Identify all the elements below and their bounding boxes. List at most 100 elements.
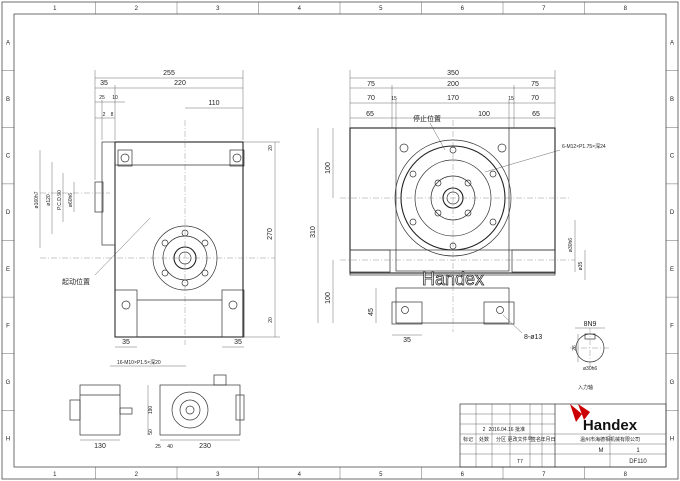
dim-8: 8 — [111, 112, 114, 118]
title-company: 温州市海德相机械有限公司 — [580, 436, 640, 443]
dim-dia35: ø35 — [578, 261, 584, 270]
dim-25: 25 — [99, 95, 105, 101]
label-stop-position: 停止位置 — [413, 114, 441, 123]
dim-35-bottom: 35 — [403, 337, 411, 344]
shaft-dim-26: 26 — [572, 345, 578, 351]
dim-2: 2 — [103, 112, 106, 118]
dim-20-top: 20 — [268, 145, 274, 151]
dim-35-right: 35 — [234, 339, 242, 346]
frame-row-label: B — [670, 97, 674, 103]
dim-15-right: 15 — [508, 96, 514, 102]
title-model: DF110 — [629, 459, 647, 465]
small-dim-230: 230 — [199, 443, 211, 450]
dim-65-right: 65 — [532, 111, 540, 118]
shaft-detail-view — [570, 327, 610, 368]
frame-column-label: 2 — [135, 6, 139, 12]
dim-35-left: 35 — [122, 339, 130, 346]
frame-row-label: E — [6, 267, 10, 273]
title-rev: M — [599, 448, 604, 454]
small-views — [69, 365, 245, 441]
frame-column-label: 7 — [542, 472, 546, 478]
title-brand: Handex — [583, 417, 638, 434]
small-dim-40: 40 — [167, 444, 173, 450]
frame-column-label: 8 — [624, 472, 628, 478]
frame-column-label: 8 — [624, 6, 628, 12]
frame-row-label: H — [6, 437, 10, 443]
small-dim-190: 190 — [148, 406, 154, 415]
title-mark-0: 标记 — [463, 436, 473, 443]
frame-column-label: 1 — [53, 6, 57, 12]
dim-15-left: 15 — [391, 96, 397, 102]
brand-cast: Handex — [422, 269, 484, 289]
title-row-value-2: 批准 — [515, 426, 525, 433]
dim-20-bottom: 20 — [268, 317, 274, 323]
dim-200: 200 — [447, 81, 459, 88]
dim-100: 100 — [478, 111, 490, 118]
frame-row-label: E — [670, 267, 674, 273]
frame-row-label: D — [670, 210, 675, 216]
frame-row-label: A — [6, 40, 10, 46]
title-scale: 1 — [636, 448, 640, 454]
dim-100-upper: 100 — [325, 162, 332, 174]
dim-75-right: 75 — [531, 81, 539, 88]
dim-pcd90: P.C.D.90 — [57, 190, 63, 210]
shaft-dia: ø30h6 — [583, 366, 597, 372]
left-side-view — [39, 70, 280, 348]
frame-row-label: C — [6, 154, 11, 160]
frame-row-label: F — [670, 323, 674, 329]
label-start-position: 起动位置 — [62, 277, 90, 286]
shaft-key: 8N9 — [584, 321, 597, 328]
small-thread-note: 16-M10×P1.5×深20 — [117, 359, 161, 366]
frame-row-label: G — [670, 380, 675, 386]
dim-350: 350 — [447, 70, 459, 77]
dim-70-left: 70 — [367, 95, 375, 102]
frame-column-label: 6 — [461, 6, 465, 12]
title-row-value-1: 2016.04.16 — [488, 427, 513, 433]
label-thread-6m12: 6-M12×P1.75×深24 — [562, 143, 606, 150]
title-mark-4: 签名 — [531, 436, 541, 443]
label-holes-8: 8-ø13 — [524, 334, 542, 341]
dim-65-left: 65 — [366, 111, 374, 118]
dim-170: 170 — [447, 95, 459, 102]
frame-column-label: 4 — [298, 6, 302, 12]
title-mark-5: 年月日 — [540, 436, 555, 443]
dim-255: 255 — [163, 70, 175, 77]
dim-dia120: ø120 — [46, 194, 52, 206]
dim-10: 10 — [112, 95, 118, 101]
dim-dia30h6: ø30h6 — [568, 238, 574, 252]
frame-row-label: G — [6, 380, 11, 386]
dim-100-lower: 100 — [325, 292, 332, 304]
frame-row-label: D — [6, 210, 11, 216]
frame-column-label: 7 — [542, 6, 546, 12]
dim-75-left: 75 — [367, 81, 375, 88]
small-dim-25: 25 — [155, 444, 161, 450]
frame-row-label: C — [670, 154, 675, 160]
shaft-caption: 入力轴 — [578, 384, 593, 391]
title-mark-3: 更改文件号 — [507, 436, 532, 443]
frame-row-label: A — [670, 40, 674, 46]
dim-110: 110 — [208, 100, 219, 107]
small-dim-50: 50 — [148, 429, 154, 435]
right-front-view — [317, 70, 586, 336]
title-code: T7 — [517, 459, 523, 465]
frame-row-label: B — [6, 97, 10, 103]
frame-column-label: 1 — [53, 472, 57, 478]
dim-220: 220 — [174, 80, 186, 87]
frame-column-label: 3 — [216, 6, 220, 12]
small-dim-130: 130 — [94, 443, 106, 450]
frame-column-label: 2 — [135, 472, 139, 478]
frame-row-label: F — [6, 323, 10, 329]
frame-column-label: 5 — [379, 6, 383, 12]
dim-45: 45 — [368, 308, 375, 316]
frame-column-label: 3 — [216, 472, 220, 478]
title-mark-1: 处数 — [479, 436, 489, 443]
dim-270: 270 — [267, 228, 274, 240]
dim-dia60: ø60h6 — [68, 193, 74, 207]
frame-column-label: 5 — [379, 472, 383, 478]
title-row-value-0: 2 — [483, 427, 486, 433]
title-block — [459, 403, 667, 468]
frame-row-label: H — [670, 437, 674, 443]
